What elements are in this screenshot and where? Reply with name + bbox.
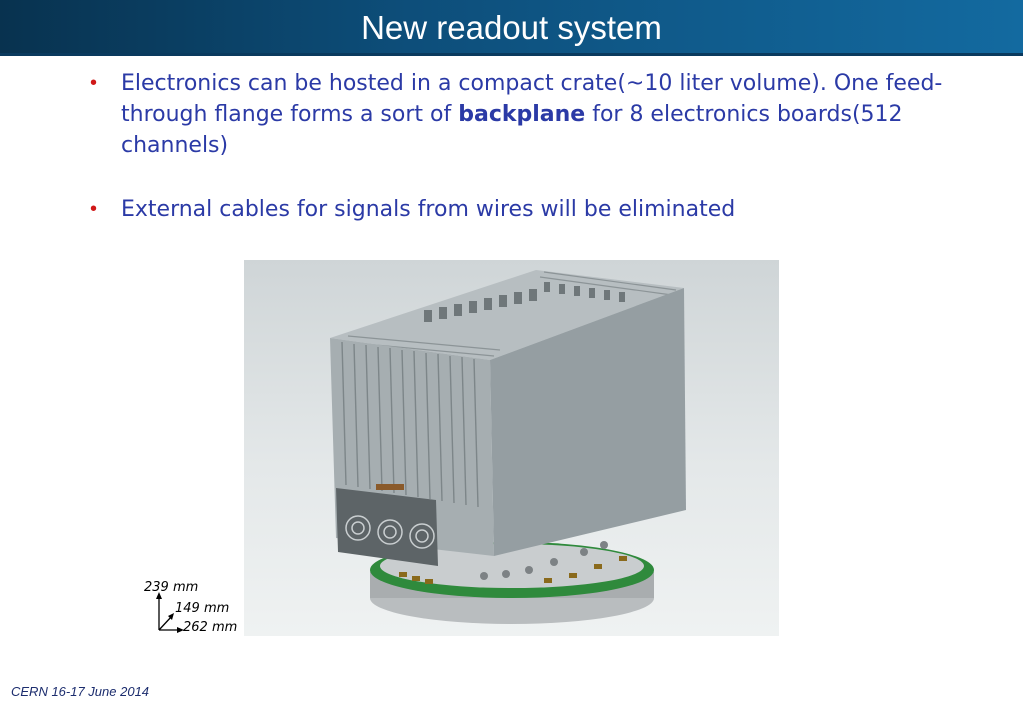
crate-render-image	[244, 260, 779, 636]
slide-title: New readout system	[361, 9, 662, 46]
bullet-list: • Electronics can be hosted in a compact…	[90, 68, 950, 258]
bullet-segment: Electronics can be hosted in a compact c…	[121, 71, 943, 127]
bullet-segment: for 8 electronics boards(512 channels)	[121, 102, 903, 158]
flange-connectors	[399, 556, 627, 584]
label-plate	[376, 484, 404, 490]
bullet-marker: •	[90, 198, 98, 220]
crate-top-connectors	[424, 282, 625, 322]
dimension-depth: 149 mm	[175, 601, 230, 616]
crate-front-fins	[341, 341, 479, 508]
dimension-legend: 239 mm 149 mm 262 mm	[140, 580, 250, 640]
axes-icon	[156, 592, 184, 633]
bullet-marker: •	[90, 72, 98, 94]
bullet-segment-bold: backplane	[458, 102, 586, 127]
flange-top	[380, 544, 644, 588]
dimension-width: 262 mm	[183, 620, 238, 635]
bullet-text: Electronics can be hosted in a compact c…	[121, 71, 942, 158]
dimension-height: 239 mm	[144, 580, 199, 595]
flange-bolts	[480, 541, 608, 580]
bullet-item: • External cables for signals from wires…	[90, 194, 950, 225]
title-bar: New readout system	[0, 0, 1023, 56]
bullet-text: External cables for signals from wires w…	[121, 197, 736, 222]
fan-icons	[345, 515, 435, 549]
footer-text: CERN 16-17 June 2014	[11, 684, 150, 699]
crate-right-face	[490, 288, 686, 556]
bullet-item: • Electronics can be hosted in a compact…	[90, 68, 950, 161]
crate-illustration	[330, 270, 686, 624]
crate-top-face	[330, 270, 684, 360]
